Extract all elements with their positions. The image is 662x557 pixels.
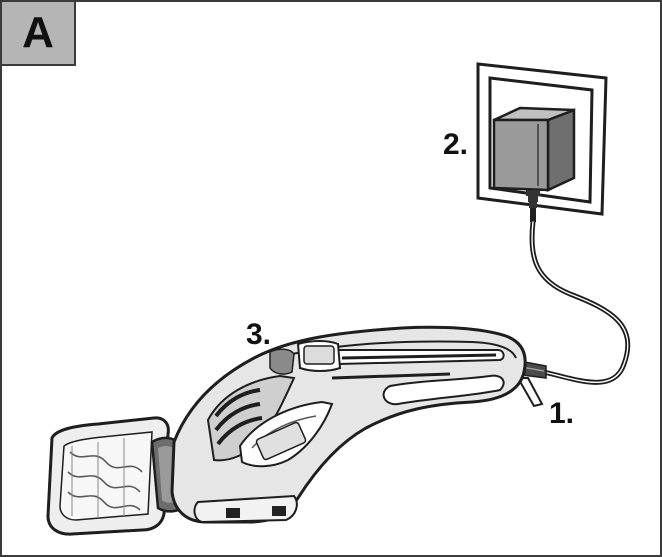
callout-switch: 3. [246, 318, 272, 351]
callout-adapter: 2. [443, 128, 469, 161]
callout-charging-socket: 1. [549, 397, 575, 430]
panel-label: A [2, 2, 76, 66]
cordless-shear-icon [46, 325, 527, 536]
charging-cable [529, 219, 631, 385]
wall-plug-adapter-icon [492, 106, 576, 222]
